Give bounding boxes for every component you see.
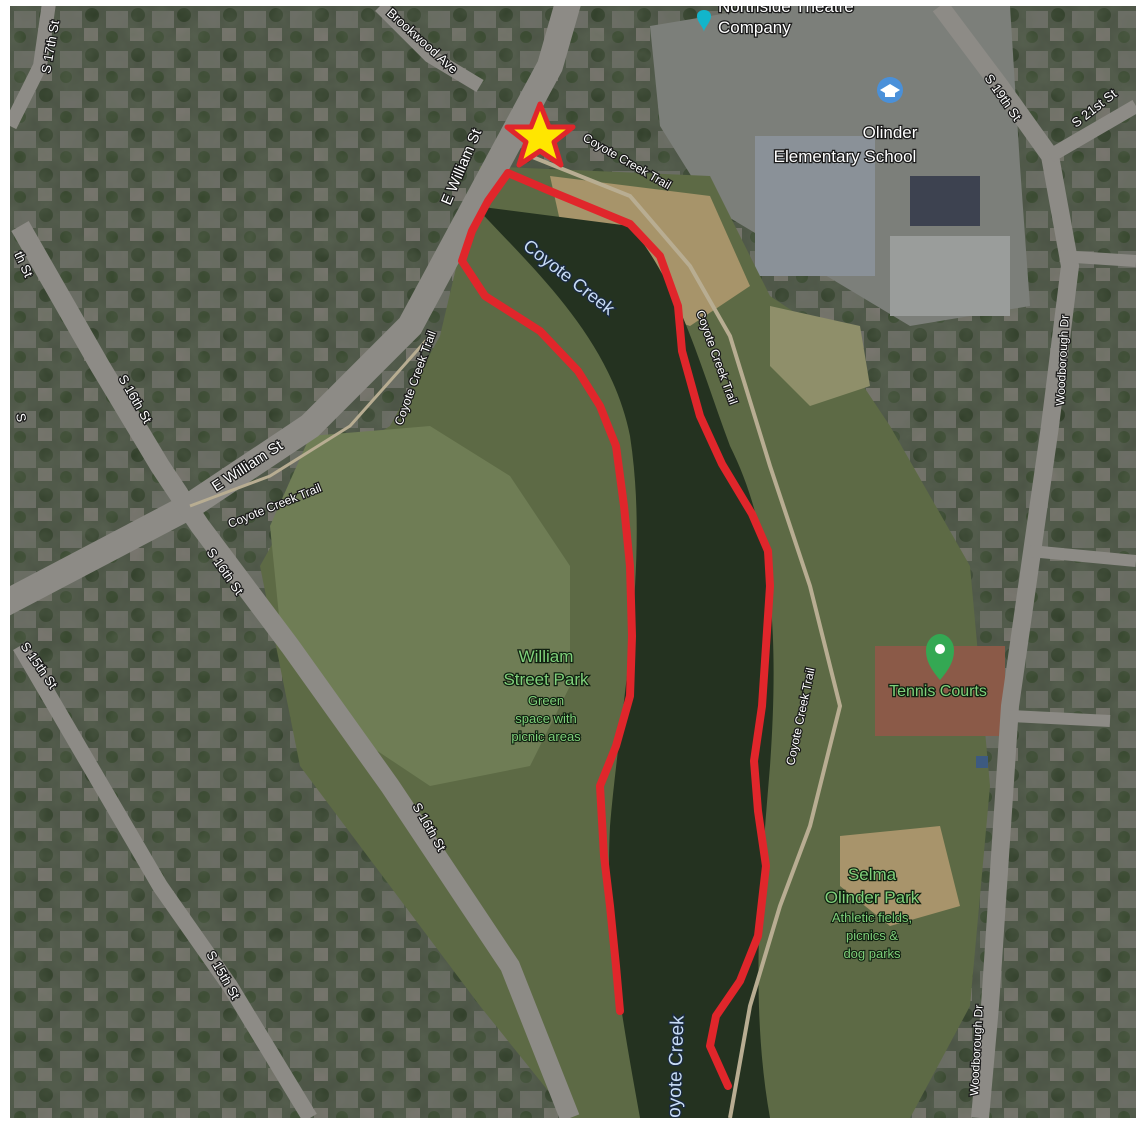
- street-label: Woodborough Dr: [967, 1004, 986, 1096]
- william-street-park-description: picnic areas: [511, 729, 581, 744]
- school-name[interactable]: Elementary School: [772, 146, 917, 168]
- tennis-courts-label[interactable]: Tennis Courts: [888, 682, 988, 702]
- street-label: Woodborough Dr: [1053, 314, 1072, 406]
- theatre-icon[interactable]: [697, 10, 711, 32]
- school-building: [755, 136, 875, 276]
- graduation-cap-icon[interactable]: [877, 77, 903, 103]
- school-name[interactable]: Olinder: [861, 122, 919, 144]
- side-street: [1059, 250, 1136, 267]
- side-street: [1029, 545, 1136, 567]
- satellite-map[interactable]: S 17th St Brookwood Ave E William St E W…: [10, 6, 1136, 1118]
- selma-olinder-park-name[interactable]: Olinder Park: [824, 887, 921, 909]
- s-15th-st-road: [13, 641, 317, 1118]
- map-pin-icon[interactable]: [926, 634, 954, 680]
- william-street-park-description: space with: [515, 711, 576, 726]
- creek-forest: [475, 206, 774, 1118]
- side-street: [1009, 710, 1111, 727]
- s-16th-st-road: [11, 221, 580, 1118]
- brookwood-ave-road: [375, 6, 484, 93]
- school-parking: [890, 236, 1010, 316]
- selma-olinder-park-name[interactable]: Selma: [847, 864, 898, 886]
- restroom-icon: [976, 756, 988, 768]
- s-21st-st-road: [1046, 99, 1136, 163]
- selma-olinder-park-description: picnics &: [846, 928, 898, 943]
- william-street-park-name[interactable]: Street Park: [502, 669, 590, 691]
- star-marker-icon[interactable]: [504, 101, 576, 168]
- ball-field: [770, 306, 870, 406]
- s-17th-st-road: [10, 6, 56, 130]
- theatre-name[interactable]: Company: [717, 17, 793, 39]
- dog-park: [840, 826, 960, 926]
- coyote-creek-trail-path: [189, 335, 432, 508]
- creek-label: oyote Creek: [664, 1015, 689, 1118]
- theatre-name[interactable]: Northside Theatre: [717, 6, 855, 17]
- selma-olinder-park-description: dog parks: [843, 946, 901, 961]
- school-solar-roof: [910, 176, 980, 226]
- william-street-park-name[interactable]: William: [517, 646, 574, 668]
- william-street-park-lawn: [270, 426, 570, 786]
- coyote-creek-trail-path: [529, 154, 843, 1118]
- route-west-line: [458, 169, 636, 1015]
- route-east-line: [504, 169, 774, 1090]
- selma-olinder-park-description: Athletic fields,: [832, 910, 912, 925]
- woodborough-dr-road: [932, 6, 1080, 1118]
- william-street-park-description: Green: [528, 693, 564, 708]
- map-canvas: S 17th St Brookwood Ave E William St E W…: [10, 6, 1136, 1118]
